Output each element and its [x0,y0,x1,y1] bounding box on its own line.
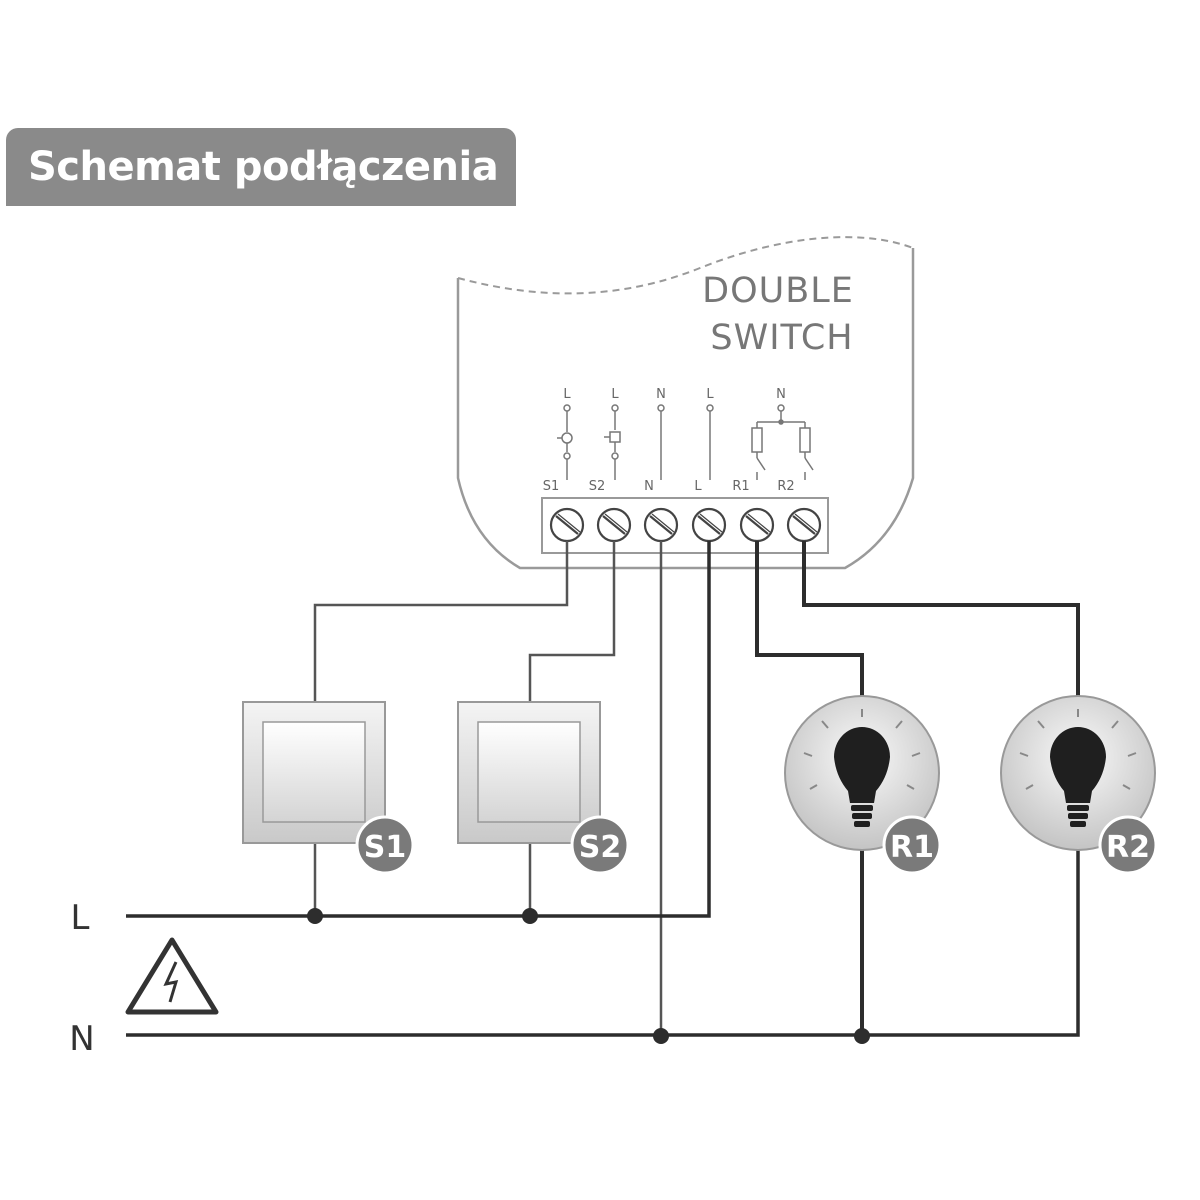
internal-connector-s2 [604,404,621,480]
s2-badge-label: S2 [579,830,621,865]
wire-r2 [802,541,1080,696]
internal-connector-n [657,404,665,480]
terminal-bottom-label: S2 [589,479,606,494]
junction-dot [653,1028,669,1044]
junction-dots [307,908,870,1044]
s2-badge [570,815,630,875]
terminal-top-label: L [611,387,619,402]
terminal-bottom-label: L [694,479,702,494]
r2-badge [1098,815,1158,875]
internal-relay-coils [751,404,814,480]
wire-s1 [313,541,569,702]
terminal-screw-l [691,507,727,543]
wire-s2 [528,541,616,702]
terminal-screw-r2 [786,507,822,543]
wire-r2-neutral [126,850,1080,1037]
internal-schematic [557,404,814,480]
switch-s2: S2 [457,701,630,875]
lamp-r2: R2 [1000,695,1158,875]
lamp-r1: R1 [784,695,942,875]
r1-badge-label: R1 [890,830,934,865]
terminal-bottom-label: N [644,479,654,494]
terminal-screw-s1 [549,507,585,543]
terminal-bottom-label: R1 [732,479,749,494]
lightbulb-icon [803,709,921,827]
junction-dot [522,908,538,924]
junction-dot [854,1028,870,1044]
internal-connector-l [706,404,714,480]
live-bus-label: L [71,898,90,938]
device-housing: DOUBLE SWITCH [456,236,915,570]
wire-r1 [755,541,864,696]
terminal-bottom-label: R2 [777,479,794,494]
lightbulb-icon [1019,709,1137,827]
terminal-screw-s2 [596,507,632,543]
title-banner: Schemat podłączenia [6,128,516,206]
s1-badge-label: S1 [364,830,406,865]
neutral-bus-label: N [69,1019,94,1059]
device-name-line2: SWITCH [710,318,853,358]
terminal-block [541,497,829,554]
terminal-screw-n [643,507,679,543]
high-voltage-warning-icon [125,937,219,1015]
terminal-screw-r1 [739,507,775,543]
terminal-top-label: N [656,387,666,402]
switch-s1: S1 [242,701,415,875]
internal-connector-s1 [557,404,573,480]
r2-badge-label: R2 [1106,830,1150,865]
s1-badge [355,815,415,875]
terminal-labels: L L N L N S1 S2 N L R1 R2 [543,387,795,494]
page-title: Schemat podłączenia [28,144,499,190]
r1-badge [882,815,942,875]
terminal-top-label: L [706,387,714,402]
terminal-bottom-label: S1 [543,479,560,494]
device-name-line1: DOUBLE [702,271,854,311]
junction-dot [307,908,323,924]
terminal-top-label: L [563,387,571,402]
terminal-top-label: N [776,387,786,402]
